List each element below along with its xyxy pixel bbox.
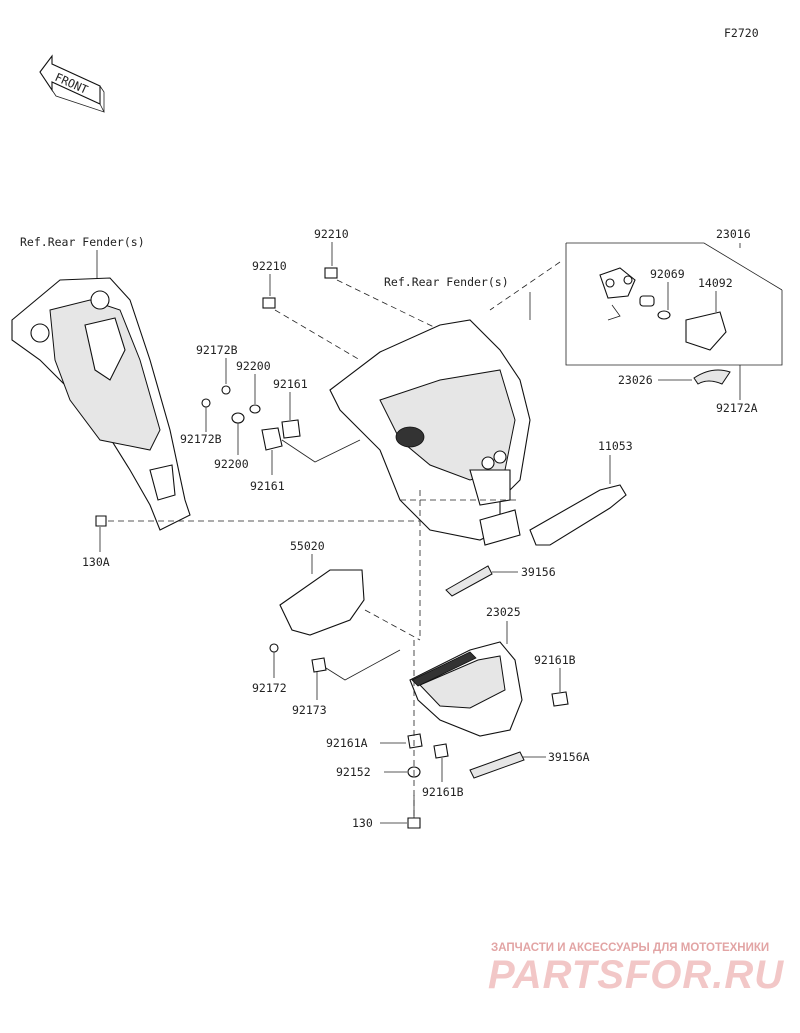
seal-39156 xyxy=(445,565,493,597)
label-92069: 92069 xyxy=(650,267,685,281)
label-23025: 23025 xyxy=(486,605,521,619)
label-23026: 23026 xyxy=(618,373,653,387)
rear-cover-part xyxy=(329,319,531,640)
figure-code: F2720 xyxy=(724,26,759,40)
damper-92161-top xyxy=(281,419,301,439)
label-92172B-bot: 92172B xyxy=(180,432,222,446)
label-92200-bot: 92200 xyxy=(214,457,249,471)
clip-92210-b xyxy=(262,297,276,309)
watermark-brand: PARTSFOR.RU xyxy=(488,953,784,997)
clip-92210-a xyxy=(324,267,338,279)
screw-92172B-top xyxy=(221,385,231,395)
bolt-130 xyxy=(407,817,421,829)
label-92172B-top: 92172B xyxy=(196,343,238,357)
label-11053: 11053 xyxy=(598,439,633,453)
screw-92172B-bot xyxy=(201,398,211,408)
label-92161A: 92161A xyxy=(326,736,368,750)
bolt-130A xyxy=(95,515,107,527)
label-130: 130 xyxy=(352,816,373,830)
tail-lamp-23025 xyxy=(409,641,523,737)
grommet-92161A xyxy=(407,733,423,749)
washer-92200-bot xyxy=(231,412,245,424)
label-14092: 14092 xyxy=(698,276,733,290)
label-92152: 92152 xyxy=(336,765,371,779)
nut-92173 xyxy=(311,657,327,673)
label-92161-top: 92161 xyxy=(273,377,308,391)
label-92172A: 92172A xyxy=(716,401,758,415)
washer-92200-top xyxy=(249,404,261,414)
gasket-23026 xyxy=(693,369,731,385)
label-130A: 130A xyxy=(82,555,110,569)
front-arrow-icon: FRONT xyxy=(39,54,105,113)
watermark-tagline: ЗАПЧАСТИ И АКСЕССУАРЫ ДЛЯ МОТОТЕХНИКИ xyxy=(491,942,769,954)
label-39156A: 39156A xyxy=(548,750,590,764)
label-92173: 92173 xyxy=(292,703,327,717)
label-92161-bot: 92161 xyxy=(250,479,285,493)
label-55020: 55020 xyxy=(290,539,325,553)
ref-rear-fender-left: Ref.Rear Fender(s) xyxy=(20,235,145,249)
rear-fender-left-part xyxy=(11,277,191,531)
screw-92172 xyxy=(269,643,279,653)
label-92210-b: 92210 xyxy=(252,259,287,273)
label-39156: 39156 xyxy=(521,565,556,579)
taillight-bulb-group: 23016 92069 14092 23026 92172A xyxy=(565,227,783,415)
label-23016: 23016 xyxy=(716,227,751,241)
plate-55020 xyxy=(279,569,365,636)
label-92161B-right: 92161B xyxy=(534,653,576,667)
ref-rear-fender-right: Ref.Rear Fender(s) xyxy=(384,275,509,289)
label-92210-a: 92210 xyxy=(314,227,349,241)
seal-39156A xyxy=(469,751,525,779)
damper-92161-bot xyxy=(261,427,283,451)
label-92200-top: 92200 xyxy=(236,359,271,373)
bracket-11053 xyxy=(529,484,627,546)
lens-14092 xyxy=(685,311,727,351)
label-92172: 92172 xyxy=(252,681,287,695)
label-92161B-bot: 92161B xyxy=(422,785,464,799)
grommet-92161B-right xyxy=(551,691,569,707)
grommet-92161B-bot xyxy=(433,743,449,759)
